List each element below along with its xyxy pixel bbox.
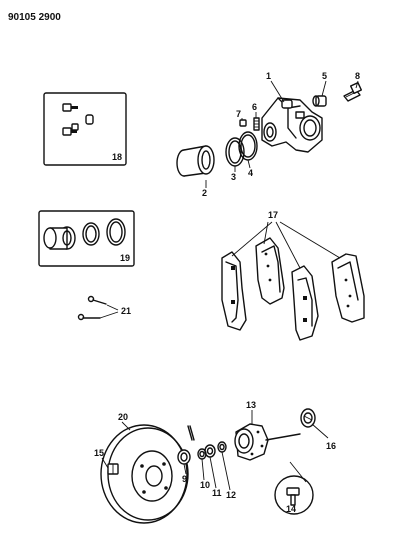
washer (204, 444, 216, 458)
cotter-pin (187, 425, 195, 441)
kit-box-19 (38, 210, 135, 267)
wear-sensor-lower (77, 313, 101, 321)
hub-nut (177, 449, 191, 465)
brake-rotor (100, 424, 189, 524)
callout-8: 8 (355, 71, 360, 81)
callout-2: 2 (202, 188, 207, 198)
callout-7: 7 (236, 109, 241, 119)
bushing-small-b (85, 114, 94, 125)
callout-10: 10 (200, 480, 210, 490)
callout-18: 18 (112, 152, 122, 162)
wear-sensor-upper (87, 295, 107, 305)
callout-15: 15 (94, 448, 104, 458)
guide-pin (343, 81, 363, 102)
callout-20: 20 (118, 412, 128, 422)
inboard-pad-left (255, 237, 285, 305)
seal-ring (217, 441, 227, 453)
caliper-bushing (312, 95, 327, 107)
lug-nut (107, 463, 119, 475)
callout-5: 5 (322, 71, 327, 81)
tone-wheel (300, 408, 316, 428)
callout-4: 4 (248, 168, 253, 178)
callout-16: 16 (326, 441, 336, 451)
piston (176, 145, 215, 177)
diagram-code: 90105 2900 (8, 12, 61, 23)
bleeder-screw (253, 117, 260, 131)
callout-11: 11 (212, 488, 222, 498)
outboard-pad-left (221, 251, 247, 331)
callout-13: 13 (246, 400, 256, 410)
caliper-housing (261, 97, 323, 153)
kit-box-18 (43, 92, 127, 166)
bushing-small-d (71, 123, 79, 131)
callout-6: 6 (252, 102, 257, 112)
callout-12: 12 (226, 490, 236, 500)
seal-kit (82, 222, 100, 246)
outboard-pad-right (291, 265, 319, 341)
piston-kit (43, 226, 76, 250)
bushing-small-c (62, 127, 77, 136)
boot-kit (106, 218, 126, 246)
inboard-pad-right (331, 253, 365, 323)
callout-14: 14 (286, 504, 296, 514)
dust-boot (238, 131, 258, 161)
callout-1: 1 (266, 71, 271, 81)
callout-19: 19 (120, 253, 130, 263)
callout-labels: 1 2 3 4 5 6 7 8 9 10 11 12 13 14 15 16 1… (94, 71, 360, 514)
callout-21: 21 (121, 306, 131, 316)
bushing-small-a (62, 103, 78, 112)
hub-bearing (234, 423, 301, 461)
hub-bolt-detail (274, 461, 314, 515)
callout-17: 17 (268, 210, 278, 220)
leader-lines (99, 80, 359, 491)
callout-3: 3 (231, 172, 236, 182)
bleeder-cap (239, 119, 247, 127)
callout-9: 9 (182, 474, 187, 484)
